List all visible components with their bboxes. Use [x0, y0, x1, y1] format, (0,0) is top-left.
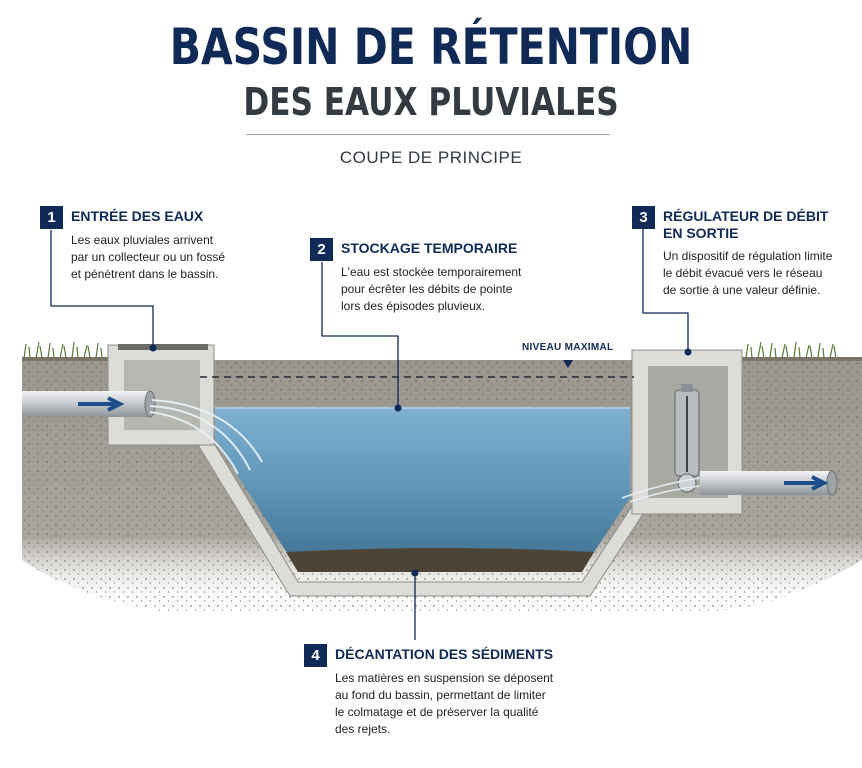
callout-inlet: 1 ENTRÉE DES EAUX Les eaux pluviales arr… — [40, 206, 260, 296]
inflow-stream — [149, 399, 263, 475]
callout-sediment: 4 DÉCANTATION DES SÉDIMENTS Les matières… — [304, 644, 584, 744]
callout-4-body: Les matières en suspension se déposent a… — [335, 671, 554, 736]
water-body — [215, 408, 630, 570]
leader-lines — [50, 226, 689, 640]
max-level-label: NIVEAU MAXIMAL — [522, 342, 614, 353]
page-title-line2: DES EAUX PLUVIALES — [243, 80, 619, 124]
leader-dot-1 — [149, 344, 157, 352]
title-divider — [246, 134, 610, 135]
callout-3-title: RÉGULATEUR DE DÉBIT EN SORTIE — [663, 208, 829, 241]
grass-right — [745, 341, 837, 359]
inlet-flow-arrow — [78, 396, 125, 412]
callout-1-body: Les eaux pluviales arrivent par un colle… — [71, 233, 226, 281]
sediment-layer — [286, 548, 594, 572]
callout-1-title: ENTRÉE DES EAUX — [71, 208, 204, 224]
flow-regulator[interactable] — [674, 384, 700, 493]
callout-3-number: 3 — [632, 206, 655, 229]
callout-storage: 2 STOCKAGE TEMPORAIRE L'eau est stockée … — [310, 238, 540, 318]
callout-2-number: 2 — [310, 238, 333, 261]
callout-2-body: L'eau est stockée temporairement pour éc… — [341, 265, 522, 313]
max-level-marker — [563, 360, 573, 368]
page-title: BASSIN DE RÉTENTION — [169, 18, 693, 76]
grass-left — [23, 341, 103, 359]
leader-dot-2 — [394, 404, 402, 412]
callout-regulator: 3 RÉGULATEUR DE DÉBIT EN SORTIE Un dispo… — [632, 206, 852, 306]
callout-4-title: DÉCANTATION DES SÉDIMENTS — [335, 646, 554, 662]
outflow-stream — [621, 477, 701, 503]
page-subtitle: COUPE DE PRINCIPE — [339, 148, 523, 167]
callout-2-title: STOCKAGE TEMPORAIRE — [341, 240, 518, 256]
outlet-flow-arrow — [784, 475, 829, 491]
callout-1-number: 1 — [40, 206, 63, 229]
leader-dot-4 — [411, 569, 419, 577]
callout-3-body: Un dispositif de régulation limite le dé… — [663, 249, 833, 297]
leader-dot-3 — [684, 348, 692, 356]
callout-4-number: 4 — [304, 644, 327, 667]
